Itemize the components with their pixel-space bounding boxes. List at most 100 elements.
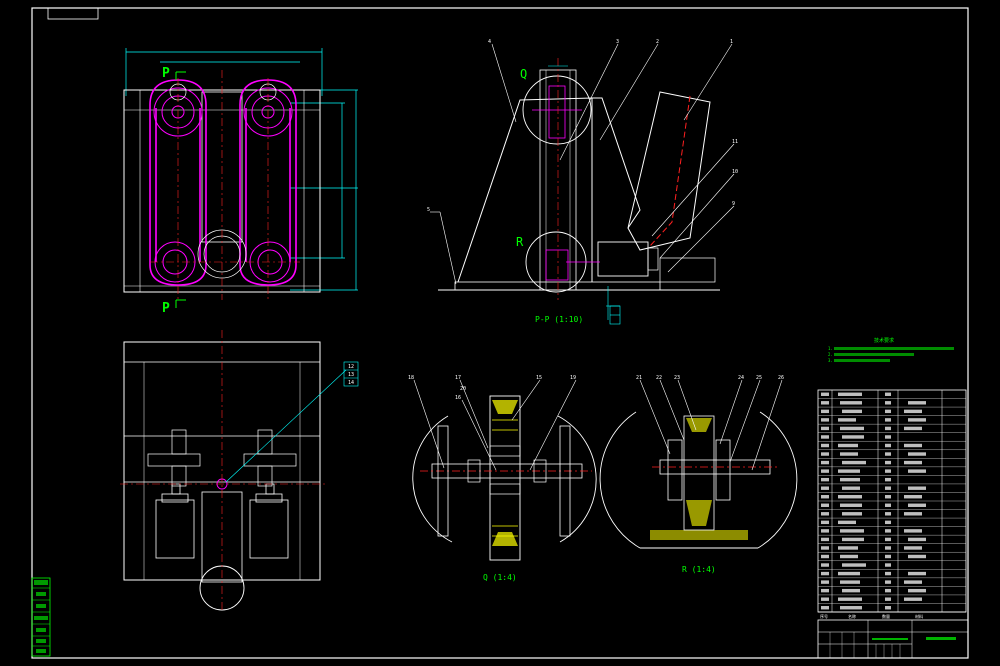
parts-row-text <box>821 529 829 533</box>
parts-row-text <box>904 580 922 584</box>
parts-row-text <box>885 435 891 439</box>
parts-row-text <box>840 401 862 405</box>
parts-row-text <box>885 520 891 525</box>
section-label-top: P <box>162 66 170 81</box>
parts-row-text <box>821 409 829 414</box>
parts-row-text <box>885 512 891 516</box>
parts-row-text <box>840 503 862 507</box>
parts-row-text <box>821 537 829 542</box>
balloon-14: 14 <box>348 380 354 386</box>
detail-circle-q <box>522 75 592 145</box>
parts-row-text <box>908 486 926 490</box>
parts-row-text <box>838 469 860 473</box>
parts-row-text <box>885 426 891 431</box>
balloon-25: 25 <box>756 375 762 381</box>
parts-row-text <box>838 597 862 601</box>
parts-header-name: 名称 <box>848 613 856 619</box>
parts-row-text <box>885 571 891 576</box>
parts-row-text <box>885 486 891 490</box>
balloon-19: 19 <box>570 375 576 381</box>
detail-q-caption: Q (1:4) <box>483 573 517 582</box>
parts-row-text <box>838 392 862 396</box>
balloon-26: 26 <box>778 375 784 381</box>
parts-row-text <box>821 477 829 482</box>
parts-row-text <box>838 443 858 448</box>
parts-row-text <box>821 597 829 601</box>
left-margin-strip <box>31 577 51 657</box>
balloon-16: 16 <box>455 395 461 401</box>
parts-row-text <box>821 418 829 422</box>
parts-row-text <box>904 426 922 431</box>
parts-row-text <box>842 537 864 542</box>
drawing-frame <box>31 7 969 659</box>
parts-row-text <box>908 554 926 559</box>
parts-row-text <box>908 401 926 405</box>
balloon-21: 21 <box>636 375 642 381</box>
parts-row-text <box>904 597 922 601</box>
balloon-17: 17 <box>455 375 461 381</box>
parts-row-text <box>904 546 922 550</box>
parts-header-no: 序号 <box>820 613 828 619</box>
parts-row-text <box>904 460 922 465</box>
section-label-bottom: P <box>162 301 170 316</box>
parts-row-text <box>908 469 926 473</box>
parts-row-text <box>904 529 922 533</box>
parts-row-text <box>840 452 858 456</box>
detail-label-q: Q <box>520 67 527 81</box>
parts-row-text <box>821 503 829 507</box>
detail-label-r: R <box>516 235 524 249</box>
parts-row-text <box>838 495 862 499</box>
parts-row-text <box>885 503 891 507</box>
parts-row-text <box>838 571 860 576</box>
note-line-3: 3. <box>828 358 833 363</box>
parts-row-text <box>842 409 862 414</box>
parts-row-text <box>842 563 866 567</box>
detail-view-q: 18 17 16 15 19 20 Q (1:4) <box>408 375 597 582</box>
note-line-2: 2. <box>828 352 833 357</box>
detail-r-caption: R (1:4) <box>682 565 716 574</box>
balloon-9: 9 <box>732 201 735 207</box>
parts-row-text <box>885 580 891 584</box>
parts-list: 序号 名称 数量 材料 <box>817 389 967 619</box>
parts-row-text <box>904 512 922 516</box>
parts-row-text <box>885 409 891 414</box>
parts-row-text <box>840 606 862 610</box>
balloon-22: 22 <box>656 375 662 381</box>
parts-row-text <box>842 588 860 593</box>
parts-row-text <box>842 460 866 465</box>
parts-header-qty: 数量 <box>882 613 890 619</box>
parts-row-text <box>840 477 860 482</box>
parts-row-text <box>908 503 926 507</box>
side-view-caption: P-P (1:10) <box>535 315 583 324</box>
parts-row-text <box>885 460 891 465</box>
parts-row-text <box>838 546 858 550</box>
parts-row-text <box>821 512 829 516</box>
parts-row-text <box>904 495 922 499</box>
parts-row-text <box>821 401 829 405</box>
parts-row-text <box>821 392 829 396</box>
parts-row-text <box>908 452 926 456</box>
parts-row-text <box>842 512 862 516</box>
parts-row-text <box>842 435 864 439</box>
balloon-3: 3 <box>616 39 619 45</box>
parts-row-text <box>885 452 891 456</box>
parts-row-text <box>821 554 829 559</box>
parts-row-text <box>821 580 829 584</box>
parts-row-text <box>821 495 829 499</box>
balloon-24: 24 <box>738 375 744 381</box>
parts-row-text <box>885 392 891 396</box>
balloon-15: 15 <box>536 375 542 381</box>
parts-row-text <box>885 606 891 610</box>
parts-row-text <box>885 546 891 550</box>
parts-row-text <box>821 606 829 610</box>
note-line-1: 1. <box>828 346 833 351</box>
parts-row-text <box>908 537 926 542</box>
parts-row-text <box>821 520 829 525</box>
parts-row-text <box>840 426 864 431</box>
title-block <box>817 619 969 659</box>
parts-row-text <box>821 486 829 490</box>
parts-row-text <box>821 571 829 576</box>
balloon-4: 4 <box>488 39 491 45</box>
parts-row-text <box>821 546 829 550</box>
